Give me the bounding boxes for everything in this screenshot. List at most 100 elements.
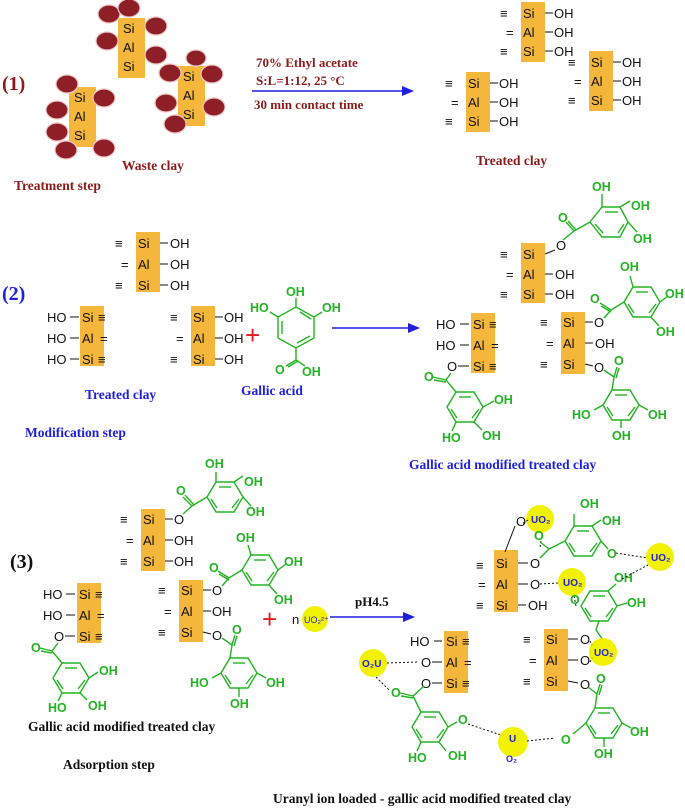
svg-text:OH: OH [595, 336, 615, 351]
svg-text:≡: ≡ [158, 583, 166, 598]
gallic-acid-molecule [269, 298, 323, 368]
clay-bead [144, 45, 168, 65]
loaded-galloyl-left [399, 685, 458, 752]
loaded-stack-top: ≡Si O =Al O ≡Si OH O [476, 514, 548, 613]
svg-text:≡: ≡ [500, 287, 508, 302]
svg-text:Al: Al [563, 336, 575, 351]
svg-text:≡: ≡ [95, 629, 103, 644]
svg-text:=: = [491, 338, 499, 353]
svg-text:Si: Si [74, 90, 86, 105]
svg-text:≡: ≡ [98, 310, 106, 325]
svg-text:HO: HO [410, 634, 430, 649]
svg-text:O: O [594, 315, 604, 330]
svg-text:O: O [590, 292, 600, 306]
svg-text:O: O [447, 359, 457, 374]
svg-text:=: = [478, 577, 486, 592]
svg-text:≡: ≡ [476, 598, 484, 613]
svg-text:O: O [558, 211, 568, 225]
svg-text:Si: Si [473, 359, 485, 374]
svg-text:OH: OH [448, 749, 467, 763]
svg-text:=: = [464, 655, 472, 670]
svg-text:=: = [100, 331, 108, 346]
svg-text:=: = [574, 74, 582, 89]
svg-text:Si: Si [496, 598, 508, 613]
step1-number: (1) [2, 73, 25, 95]
svg-text:OH: OH [592, 180, 611, 194]
svg-text:HO: HO [572, 408, 591, 422]
galloyl-group-top [562, 194, 638, 241]
svg-text:OH: OH [224, 331, 244, 346]
ads-galloyl-mid [217, 544, 287, 595]
waste-clay-stack-left: Si Al Si [45, 74, 116, 160]
svg-text:OH: OH [622, 55, 642, 70]
svg-text:OH: OH [266, 676, 285, 690]
svg-text:OH: OH [499, 95, 519, 110]
svg-text:OH: OH [528, 598, 548, 613]
svg-text:OH: OH [224, 352, 244, 367]
svg-text:Al: Al [82, 331, 94, 346]
svg-text:O: O [275, 363, 285, 377]
svg-text:O: O [174, 512, 184, 527]
svg-text:Si: Si [523, 247, 535, 262]
svg-text:HO: HO [47, 331, 67, 346]
svg-text:Si: Si [591, 93, 603, 108]
svg-text:Si: Si [473, 317, 485, 332]
svg-text:Al: Al [523, 267, 535, 282]
modification-step-label: Modification step [25, 425, 126, 440]
ga-modified-label-2: Gallic acid modified treated clay [28, 719, 215, 734]
svg-text:≡: ≡ [115, 278, 123, 293]
svg-text:Si: Si [563, 315, 575, 330]
clay-bead [200, 64, 224, 84]
svg-text:Si: Si [82, 352, 94, 367]
galloyl-group-right-upper [599, 275, 669, 327]
svg-text:O: O [232, 623, 242, 637]
svg-text:O: O [212, 628, 222, 643]
svg-text:O₂: O₂ [506, 754, 517, 764]
svg-text:O: O [580, 653, 590, 668]
svg-text:O: O [391, 686, 401, 700]
clay-bead [92, 88, 116, 108]
svg-text:OH: OH [482, 429, 501, 443]
step3: (3) HO Si≡ HO Al= O Si≡ O OH OH HO [10, 457, 674, 806]
svg-text:≡: ≡ [540, 357, 548, 372]
step3-number: (3) [10, 551, 33, 573]
svg-text:OH: OH [656, 325, 675, 339]
svg-text:OH: OH [554, 44, 574, 59]
svg-text:Si: Si [79, 587, 91, 602]
svg-text:OH: OH [170, 278, 190, 293]
svg-text:≡: ≡ [568, 93, 576, 108]
svg-text:O: O [212, 583, 222, 598]
svg-text:Si: Si [181, 583, 193, 598]
uranyl-bound-5 [498, 727, 528, 757]
ads-stack-top: ≡Si O =Al OH ≡Si OH [120, 509, 194, 571]
uranyl-bound-3 [558, 568, 586, 596]
svg-text:Al: Al [523, 25, 535, 40]
svg-text:Si: Si [123, 59, 135, 74]
treated-clay-stack-left: ≡Si OH =Al OH ≡Si OH [445, 72, 519, 132]
ads-stack-right: ≡Si O =Al OH ≡Si O [158, 580, 232, 643]
svg-text:Si: Si [193, 352, 205, 367]
svg-text:HO: HO [436, 338, 456, 353]
svg-text:OH: OH [224, 310, 244, 325]
svg-text:≡: ≡ [500, 247, 508, 262]
svg-text:Si: Si [138, 278, 150, 293]
ads-galloyl-bottom [211, 634, 267, 697]
step2: (2) ≡Si OH =Al OH ≡Si OH HO Si≡ HO Al= H… [2, 180, 684, 472]
svg-text:OH: OH [494, 393, 513, 407]
svg-text:OH: OH [554, 25, 574, 40]
svg-text:Al: Al [193, 331, 205, 346]
svg-text:OH: OH [236, 531, 255, 545]
svg-text:OH: OH [580, 497, 599, 511]
svg-text:Al: Al [446, 655, 458, 670]
svg-text:OH: OH [631, 199, 650, 213]
svg-text:Si: Si [79, 629, 91, 644]
loaded-galloyl-mid [580, 583, 628, 641]
waste-clay-stack-top: Si Al Si [95, 0, 168, 78]
ads-stack-left: HO Si≡ HO Al= O Si≡ [43, 583, 105, 644]
svg-text:U: U [509, 734, 516, 745]
uranyl-ion [302, 606, 328, 632]
svg-text:OH: OH [630, 725, 649, 739]
svg-text:Si: Si [74, 128, 86, 143]
svg-text:OH: OH [174, 533, 194, 548]
svg-text:OH: OH [212, 604, 232, 619]
